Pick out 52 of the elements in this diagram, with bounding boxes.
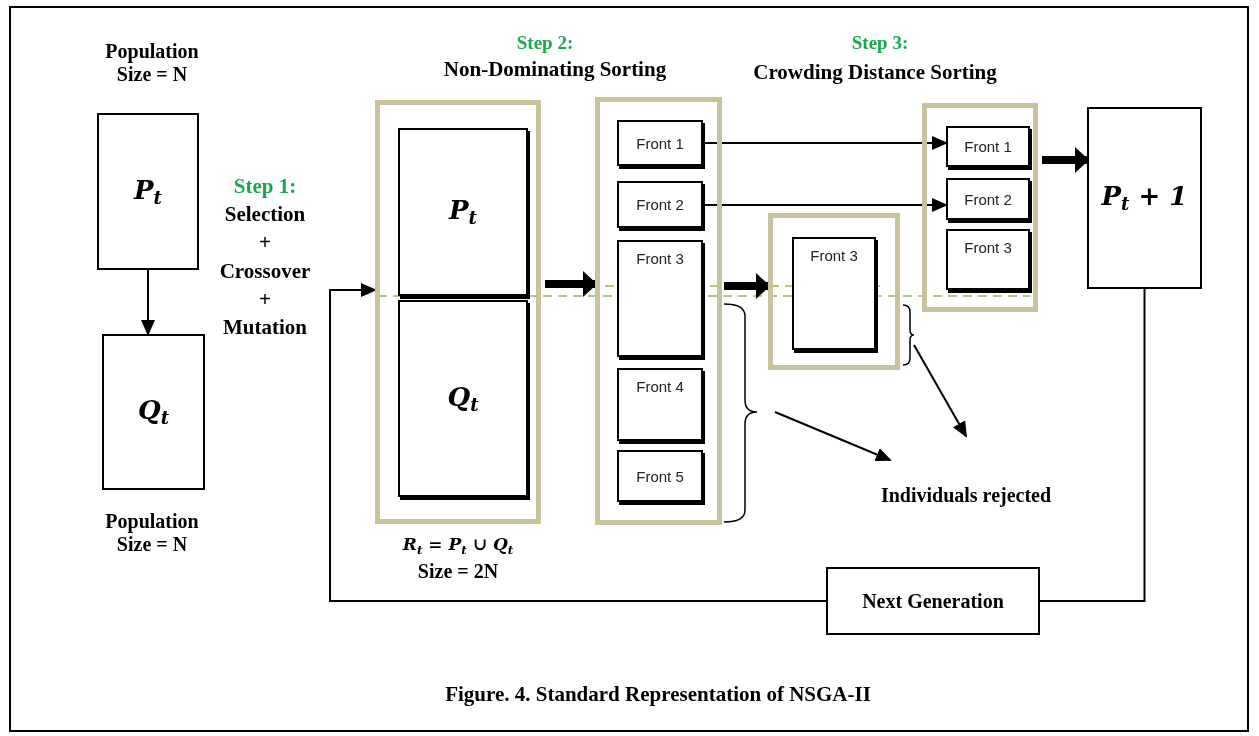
front-label: Front 1 [964, 138, 1012, 155]
math-symbol: P$_{t}$ + 1 [1101, 181, 1188, 215]
population-box [398, 300, 528, 497]
front-label: Front 3 [810, 247, 858, 264]
formula-label: R$_{t}$ = P$_{t}$ ∪ Q$_{t}$ [401, 535, 515, 558]
population-box [97, 113, 199, 270]
step-title: Crowding Distance Sorting [752, 59, 998, 86]
size-label: Population Size = N [104, 40, 200, 86]
arrow [774, 411, 892, 462]
front-box [617, 450, 703, 502]
front-label: Front 5 [636, 467, 684, 485]
front-box [617, 368, 703, 441]
math-symbol: P$_{t}$ [134, 174, 162, 209]
step-title: Selection + Crossover + Mutation [218, 201, 312, 342]
figure-caption: Figure. 4. Standard Representation of NSGA-II [444, 682, 872, 707]
front-label: Front 2 [964, 190, 1012, 208]
math-symbol: Q$_{t}$ [447, 381, 479, 416]
front-box [946, 178, 1030, 220]
group-frame [922, 103, 1038, 312]
result-label: Individuals rejected [866, 480, 1066, 510]
front-box [617, 181, 703, 228]
front-box [617, 240, 703, 357]
arrow [702, 198, 948, 212]
front-label: Front 2 [636, 196, 684, 213]
front-label: Front 3 [964, 239, 1012, 256]
front-box [617, 120, 703, 166]
population-box [102, 334, 205, 490]
step-number: Step 3: [850, 31, 910, 55]
group-frame [595, 97, 722, 525]
size-label: Population Size = N [104, 510, 200, 556]
front-box [946, 126, 1030, 167]
front-box [792, 237, 876, 350]
arrow [702, 136, 948, 150]
arrow [141, 269, 155, 336]
step-title: Non-Dominating Sorting [442, 56, 668, 83]
group-frame [375, 100, 541, 524]
math-symbol: P$_{t}$ [449, 195, 477, 229]
front-label: Front 3 [636, 250, 684, 267]
front-label: Front 1 [636, 134, 684, 152]
size-label: Size = 2N [416, 560, 500, 583]
arrow [913, 344, 967, 438]
math-symbol: Q$_{t}$ [137, 395, 170, 429]
arrow [329, 283, 827, 602]
group-frame [768, 213, 900, 370]
step-label: Next Generation [862, 589, 1004, 613]
population-box [398, 128, 528, 296]
front-label: Front 4 [636, 378, 684, 395]
population-box [1087, 107, 1202, 289]
front-box [946, 229, 1030, 290]
process-box [826, 567, 1040, 635]
step-number: Step 2: [515, 31, 575, 55]
step-number: Step 1: [232, 173, 298, 200]
